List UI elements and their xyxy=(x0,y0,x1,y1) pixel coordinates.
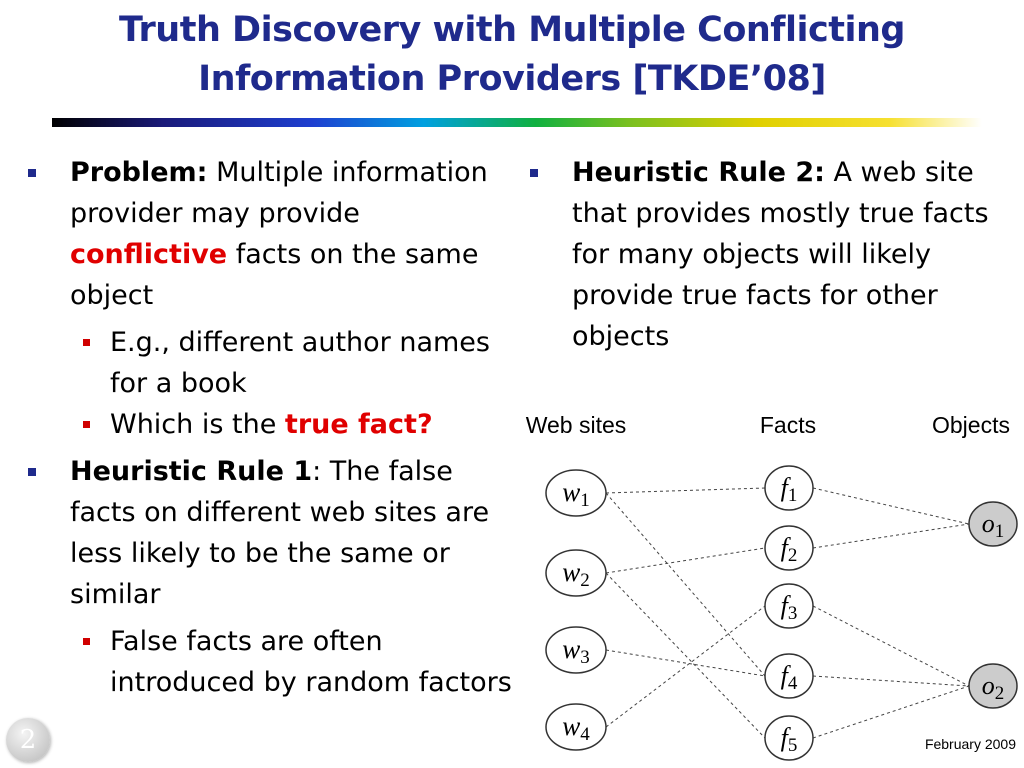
slide-title-line-1: Truth Discovery with Multiple Conflictin… xyxy=(119,10,905,50)
fact-node-f5: f5 xyxy=(764,715,814,761)
header-objects: Objects xyxy=(932,412,1010,438)
edge-site-fact xyxy=(605,605,766,728)
fact-node-f4: f4 xyxy=(764,653,814,699)
node-ellipse xyxy=(764,715,814,761)
sub-bullet-random: False facts are often introduced by rand… xyxy=(28,621,518,703)
problem-text-a: Multiple information provider may provid… xyxy=(70,157,488,229)
sub-bullet-question-text: Which is the xyxy=(110,409,285,440)
node-ellipse xyxy=(545,549,607,597)
bullet-rule-2: Heuristic Rule 2: A web site that provid… xyxy=(530,152,1010,357)
node-ellipse xyxy=(764,465,814,511)
website-node-w3: w3 xyxy=(545,626,607,674)
edge-site-fact xyxy=(605,649,766,677)
fact-node-f2: f2 xyxy=(764,525,814,571)
edge-site-fact xyxy=(605,487,766,494)
node-ellipse xyxy=(764,525,814,571)
node-ellipse xyxy=(545,703,607,751)
edge-fact-object xyxy=(812,487,970,525)
node-label: w2 xyxy=(562,557,590,591)
node-ellipse xyxy=(764,583,814,629)
page-number-badge: 2 xyxy=(6,718,50,762)
left-column: Problem: Multiple information provider m… xyxy=(28,152,518,703)
node-label: o1 xyxy=(982,509,1005,542)
edges-layer xyxy=(605,487,970,739)
red-square-bullet-icon xyxy=(83,421,90,428)
title-gradient-rule xyxy=(52,118,982,127)
header-web-sites: Web sites xyxy=(526,412,627,438)
sub-bullet-question: Which is the true fact? xyxy=(28,404,518,445)
problem-text-b: facts on the same object xyxy=(70,239,479,311)
bullet-problem: Problem: Multiple information provider m… xyxy=(28,152,518,316)
node-label: f4 xyxy=(781,661,798,694)
sub-bullet-example: E.g., different author names for a book xyxy=(28,322,518,404)
node-label: w3 xyxy=(562,634,590,668)
square-bullet-icon xyxy=(28,468,36,476)
node-label: o2 xyxy=(982,671,1005,704)
red-square-bullet-icon xyxy=(83,638,90,645)
square-bullet-icon xyxy=(28,169,36,177)
edge-fact-object xyxy=(812,523,970,549)
node-label: w4 xyxy=(562,711,590,745)
node-ellipse xyxy=(968,501,1018,547)
problem-label: Problem: xyxy=(70,157,208,188)
rule-1-label: Heuristic Rule 1 xyxy=(70,456,313,487)
node-label: w1 xyxy=(562,477,590,511)
edge-site-fact xyxy=(605,547,766,574)
node-label: f3 xyxy=(781,591,798,624)
fact-node-f1: f1 xyxy=(764,465,814,511)
rule-1-text: : The false facts on different web sites… xyxy=(70,456,490,610)
node-ellipse xyxy=(545,626,607,674)
node-label: f1 xyxy=(781,473,798,506)
sub-bullet-random-text: False facts are often introduced by rand… xyxy=(110,626,512,698)
square-bullet-icon xyxy=(530,169,538,177)
node-label: f5 xyxy=(781,723,798,756)
header-facts: Facts xyxy=(760,412,816,438)
slide-title-line-2: Information Providers [TKDE’08] xyxy=(198,59,826,99)
fact-node-f3: f3 xyxy=(764,583,814,629)
truth-discovery-graph: w1 w2 w3 w4 f1 f2 f3 f4 f5 o1 o2 Web sites Facts O… xyxy=(526,412,1018,761)
problem-highlight: conflictive xyxy=(70,239,228,270)
object-node-o2: o2 xyxy=(968,663,1018,709)
nodes-layer: w1 w2 w3 w4 f1 f2 f3 f4 f5 o1 o2 xyxy=(545,465,1018,761)
footer-date: February 2009 xyxy=(924,736,1016,752)
edge-fact-object xyxy=(812,685,970,739)
edge-site-fact xyxy=(605,492,766,677)
node-label: f2 xyxy=(781,533,798,566)
website-node-w4: w4 xyxy=(545,703,607,751)
edge-site-fact xyxy=(605,572,766,739)
website-node-w2: w2 xyxy=(545,549,607,597)
node-ellipse xyxy=(545,469,607,517)
object-node-o1: o1 xyxy=(968,501,1018,547)
bullet-rule-1: Heuristic Rule 1: The false facts on dif… xyxy=(28,451,518,615)
red-square-bullet-icon xyxy=(83,339,90,346)
sub-bullet-example-text: E.g., different author names for a book xyxy=(110,327,490,399)
edge-fact-object xyxy=(812,605,970,687)
slide-title: Truth Discovery with Multiple Conflictin… xyxy=(0,6,1024,104)
website-node-w1: w1 xyxy=(545,469,607,517)
node-ellipse xyxy=(968,663,1018,709)
sub-bullet-question-highlight: true fact? xyxy=(284,409,433,440)
edge-fact-object xyxy=(812,675,970,687)
rule-2-text: A web site that provides mostly true fac… xyxy=(572,157,989,352)
right-column: Heuristic Rule 2: A web site that provid… xyxy=(530,152,1010,363)
node-ellipse xyxy=(764,653,814,699)
rule-2-label: Heuristic Rule 2: xyxy=(572,157,825,188)
